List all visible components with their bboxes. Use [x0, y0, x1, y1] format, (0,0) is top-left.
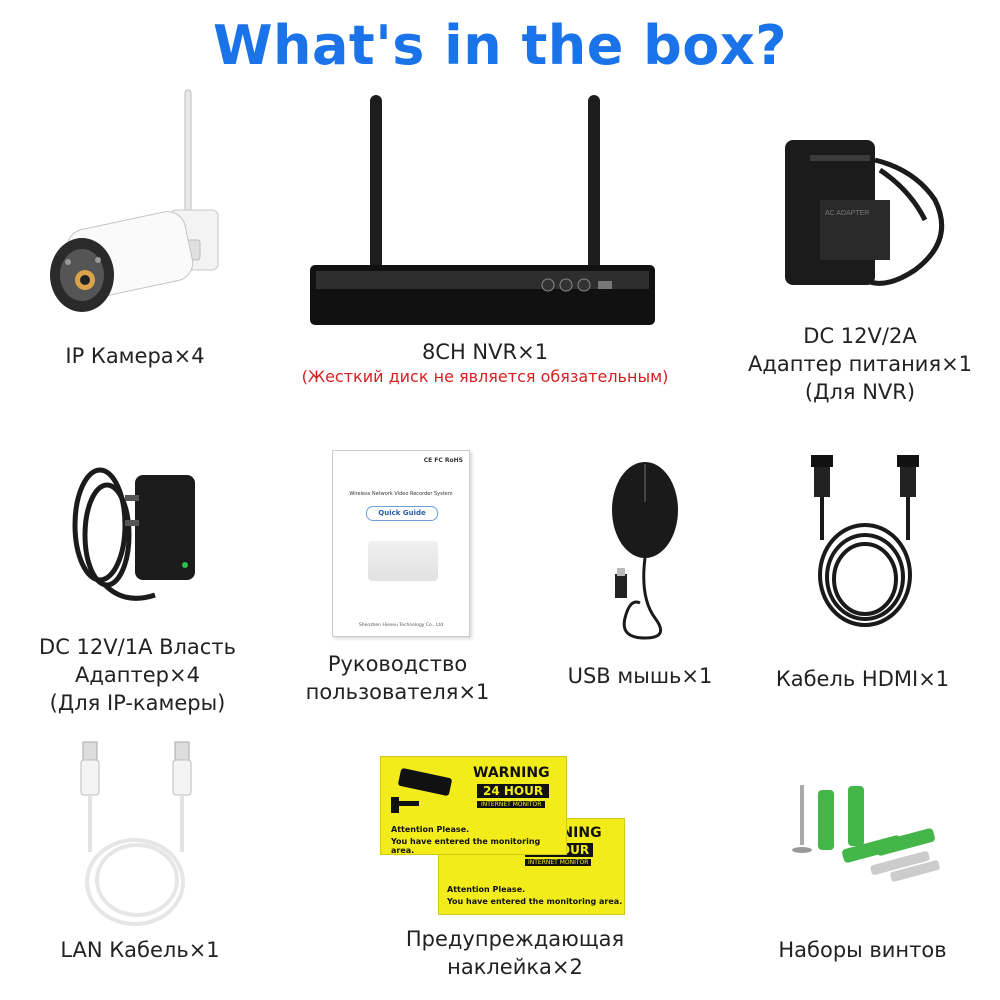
usb-mouse-image: [612, 462, 678, 640]
sticker-back-attention: Attention Please.: [447, 885, 526, 894]
sticker-front-entered: You have entered the monitoring area.: [391, 837, 541, 855]
manual-illustration: [368, 541, 438, 581]
caption-screw-kit: Наборы винтов: [778, 938, 947, 962]
warning-sticker-front: WARNING 24 HOUR INTERNET MONITOR Attenti…: [380, 756, 567, 855]
nvr-power-adapter-image: AC ADAPTER: [785, 140, 945, 286]
caption-warning-sticker: Предупреждающая наклейка×2: [405, 927, 625, 979]
ip-camera-image: [50, 89, 219, 312]
adapter-label: AC ADAPTER: [825, 210, 869, 217]
nvr-image: [310, 95, 655, 325]
page-title: What's in the box?: [212, 14, 788, 77]
caption-hdmi-cable: Кабель HDMI×1: [775, 667, 950, 691]
manual-cert-marks: CE FC RoHS: [423, 457, 463, 464]
lan-cable-image: [80, 741, 192, 926]
caption-nvr: 8CH NVR×1 (Жесткий диск не является обяз…: [280, 338, 690, 388]
manual-footer: Shenzhen Hiseeu Technology Co., Ltd: [358, 623, 444, 628]
caption-user-manual: Руководство пользователя×1: [305, 652, 490, 704]
camera-power-adapter-image: [72, 467, 195, 601]
caption-nvr-adapter: DC 12V/2A Адаптер питания×1 (Для NVR): [747, 324, 973, 404]
sticker-back-entered: You have entered the monitoring area.: [447, 897, 623, 906]
sticker-front-hours: 24 HOUR: [477, 784, 550, 798]
sticker-front-attention: Attention Please.: [391, 825, 470, 834]
sticker-front-monitor: INTERNET MONITOR: [477, 801, 546, 808]
hdd-note: (Жесткий диск не является обязательным): [301, 367, 669, 386]
manual-quick-guide: Quick Guide: [366, 506, 438, 521]
caption-usb-mouse: USB мышь×1: [567, 664, 713, 688]
caption-camera-adapter: DC 12V/1A Власть Адаптер×4 (Для IP-камер…: [39, 635, 236, 715]
manual-heading: Wireless Network Video Recorder System: [349, 491, 453, 497]
screw-kit-image: [792, 785, 940, 882]
camera-warning-icon: [391, 768, 452, 813]
user-manual-image: CE FC RoHS Wireless Network Video Record…: [332, 450, 470, 637]
caption-lan-cable: LAN Кабель×1: [60, 938, 220, 962]
hdmi-cable-image: [811, 455, 919, 627]
sticker-back-monitor: INTERNET MONITOR: [525, 859, 592, 866]
caption-ip-camera: IP Камера×4: [65, 344, 205, 368]
sticker-front-warning: WARNING: [473, 765, 550, 781]
